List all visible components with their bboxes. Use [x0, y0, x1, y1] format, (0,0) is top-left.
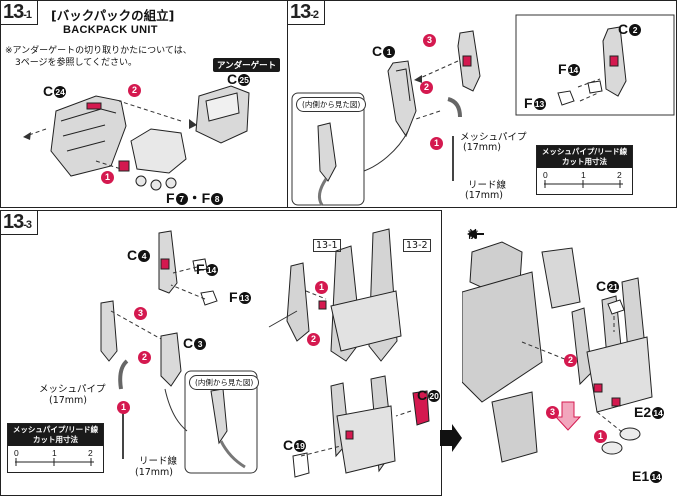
- inside-view-caption: (内側から見た図): [189, 375, 260, 390]
- step-marker-3: 3: [423, 34, 436, 47]
- ref-step-13-2: 13-2: [403, 239, 431, 252]
- step-marker-2: 2: [138, 351, 151, 364]
- step-marker-1: 1: [594, 430, 607, 443]
- step-marker-2: 2: [128, 84, 141, 97]
- cut-length-ruler: メッシュパイプ/リード線カット用寸法 0 1 2: [536, 145, 633, 195]
- backpack-part-c25: [195, 85, 250, 144]
- lead-wire-label: リード線: [139, 456, 178, 467]
- step-13-1-panel: 13-1 [バックパックの組立] BACKPACK UNIT ※アンダーゲートの…: [0, 0, 289, 208]
- ruler-title: メッシュパイプ/リード線カット用寸法: [537, 146, 632, 168]
- step-number: 13-3: [1, 211, 39, 235]
- frame-part-f7-f8: [118, 128, 187, 191]
- section-subtitle: BACKPACK UNIT: [63, 24, 158, 36]
- step-marker-3: 3: [546, 406, 559, 419]
- gate-note-line1: ※アンダーゲートの切り取りかたについては、: [5, 46, 192, 56]
- cut-length-ruler: メッシュパイプ/リード線カット用寸法 0 1 2: [7, 423, 104, 473]
- lead-wire-length: (17mm): [465, 190, 504, 201]
- ref-step-13-1: 13-1: [313, 239, 341, 252]
- lead-wire-length: (17mm): [135, 467, 174, 478]
- inside-view-caption: (内側から見た図): [296, 97, 367, 112]
- step-13-3-panel: 13-3: [0, 210, 442, 496]
- backpack-shell-part: [50, 95, 127, 177]
- front-direction-label: 前: [468, 230, 478, 241]
- mesh-pipe-label: メッシュパイプ: [39, 384, 106, 395]
- step-marker-2: 2: [564, 354, 577, 367]
- step-marker-2: 2: [420, 81, 433, 94]
- step-13-3-illustration: [100, 228, 430, 478]
- under-gate-tag: アンダーゲート: [213, 58, 281, 72]
- step-marker-1b: 1: [315, 281, 328, 294]
- mesh-pipe-length: (17mm): [463, 142, 502, 153]
- step-marker-2b: 2: [307, 333, 320, 346]
- ruler-scale: 0 1 2: [543, 170, 623, 188]
- step-marker-1: 1: [101, 171, 114, 184]
- step-number: 13-1: [1, 1, 39, 25]
- step-marker-1: 1: [430, 137, 443, 150]
- section-title: [バックパックの組立]: [51, 8, 175, 23]
- gate-note-line2: 3ページを参照してください。: [15, 58, 138, 68]
- mesh-pipe-label: メッシュパイプ: [460, 132, 527, 143]
- mesh-pipe-length: (17mm): [49, 395, 88, 406]
- final-assembly-illustration: [462, 229, 653, 463]
- step-marker-3: 3: [134, 307, 147, 320]
- step-number: 13-2: [288, 1, 326, 25]
- lead-wire-label: リード線: [468, 180, 507, 191]
- ruler-scale: 0 1 2: [14, 448, 94, 466]
- step-13-2-panel: 13-2: [287, 0, 677, 208]
- step-marker-1: 1: [117, 401, 130, 414]
- ruler-title: メッシュパイプ/リード線カット用寸法: [8, 424, 103, 446]
- step-13-1-illustration: [23, 85, 250, 191]
